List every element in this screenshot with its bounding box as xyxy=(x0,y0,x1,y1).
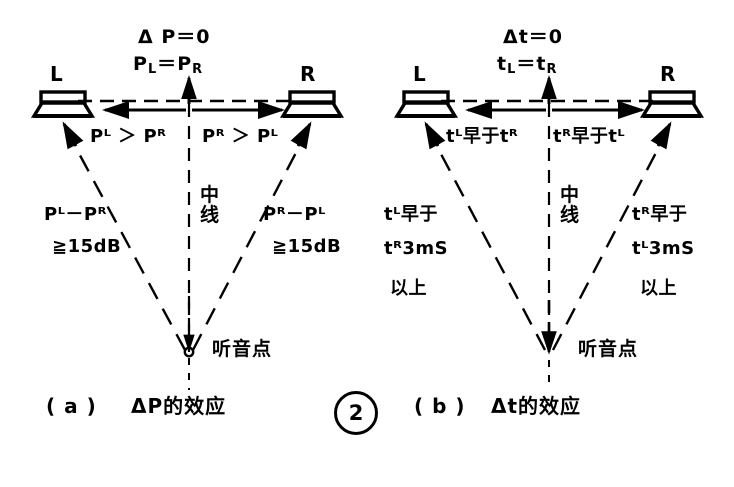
panel-a-speaker-right-label: R xyxy=(300,62,316,86)
panel-a-listening-point-label: 听音点 xyxy=(212,338,273,360)
panel-b-speaker-left-label: L xyxy=(413,62,426,86)
panel-b-block-right-line3: 以上 xyxy=(640,278,677,299)
speaker-right-a xyxy=(279,90,345,118)
panel-a-center-line-label-char1: 中 xyxy=(199,184,220,206)
panel-b-mid-right: tᴿ早于tᴸ xyxy=(553,126,626,147)
panel-a-mid-left: Pᴸ ＞ Pᴿ xyxy=(90,126,167,147)
panel-a-speaker-left-label: L xyxy=(50,62,63,86)
panel-b-block-right-line2: tᴸ3mS xyxy=(632,238,695,259)
panel-b-center-line-label-char2: 线 xyxy=(559,203,580,226)
panel-a-linework xyxy=(30,75,345,390)
panel-a-block-left-line1: Pᴸ－Pᴿ xyxy=(44,204,107,225)
panel-b-listening-point-label: 听音点 xyxy=(578,338,639,360)
panel-b-block-left-line2: tᴿ3mS xyxy=(384,238,449,259)
panel-a-caption-text: ΔP的效应 xyxy=(131,394,227,418)
panel-b-top-eq-2: tL＝tR xyxy=(497,55,557,77)
panel-b-center-line-label-char1: 中 xyxy=(559,184,580,206)
panel-a-eq2-right: P xyxy=(177,53,193,75)
panel-a-eq2-left-sub: L xyxy=(147,61,158,77)
panel-b-top-eq-1: Δt＝0 xyxy=(503,26,564,48)
panel-b-caption-prefix: ( b ) xyxy=(414,394,466,418)
ray-left-a xyxy=(60,121,187,351)
panel-b-eq2-right: t xyxy=(536,53,547,75)
panel-b-center-line-label: 中 线 xyxy=(553,184,587,226)
speaker-left-b xyxy=(393,90,459,118)
panel-b-block-left-line3: 以上 xyxy=(390,278,427,299)
figure-number: 2 xyxy=(348,401,364,425)
panel-b-mid-left: tᴸ早于tᴿ xyxy=(446,126,519,147)
panel-a-block-left-line2: ≧15dB xyxy=(52,236,122,257)
panel-a-block-right-line2: ≧15dB xyxy=(272,236,342,257)
panel-a-center-line-label: 中 线 xyxy=(193,184,227,226)
panel-a-eq2-left: P xyxy=(133,53,148,75)
panel-b-eq2-left: t xyxy=(497,53,508,75)
panel-b-linework xyxy=(393,75,705,386)
panel-a-block-right-line1: Pᴿ－Pᴸ xyxy=(263,204,326,225)
panel-a-center-line-label-char2: 线 xyxy=(199,203,220,226)
panel-a-top-eq-2: PL＝PR xyxy=(133,55,203,77)
panel-a-caption-prefix: ( a ) xyxy=(46,394,97,418)
panel-a-mid-right: Pᴿ ＞ Pᴸ xyxy=(202,126,279,147)
ray-left-b xyxy=(422,121,547,351)
panel-b-block-right-line1: tᴿ早于 xyxy=(632,204,688,225)
panel-b-speaker-right-label: R xyxy=(660,62,676,86)
panel-a-top-eq-1: Δ P＝0 xyxy=(138,26,211,48)
panel-a-eq2-right-sub: R xyxy=(192,61,204,77)
speaker-right-b xyxy=(639,90,705,118)
panel-b-eq2-left-sub: L xyxy=(507,61,517,77)
panel-b-eq2-right-sub: R xyxy=(546,61,558,77)
speaker-left-a xyxy=(30,90,96,118)
panel-b-block-left-line1: tᴸ早于 xyxy=(384,204,438,225)
panel-b-caption-text: Δt的效应 xyxy=(491,394,582,418)
ray-right-b xyxy=(551,121,674,351)
panel-a-eq2-op: ＝ xyxy=(157,53,178,75)
figure-number-badge: 2 xyxy=(334,391,378,435)
listening-point-dot-a xyxy=(183,346,195,358)
ray-right-a xyxy=(191,121,314,351)
panel-b-eq2-op: ＝ xyxy=(516,53,537,75)
